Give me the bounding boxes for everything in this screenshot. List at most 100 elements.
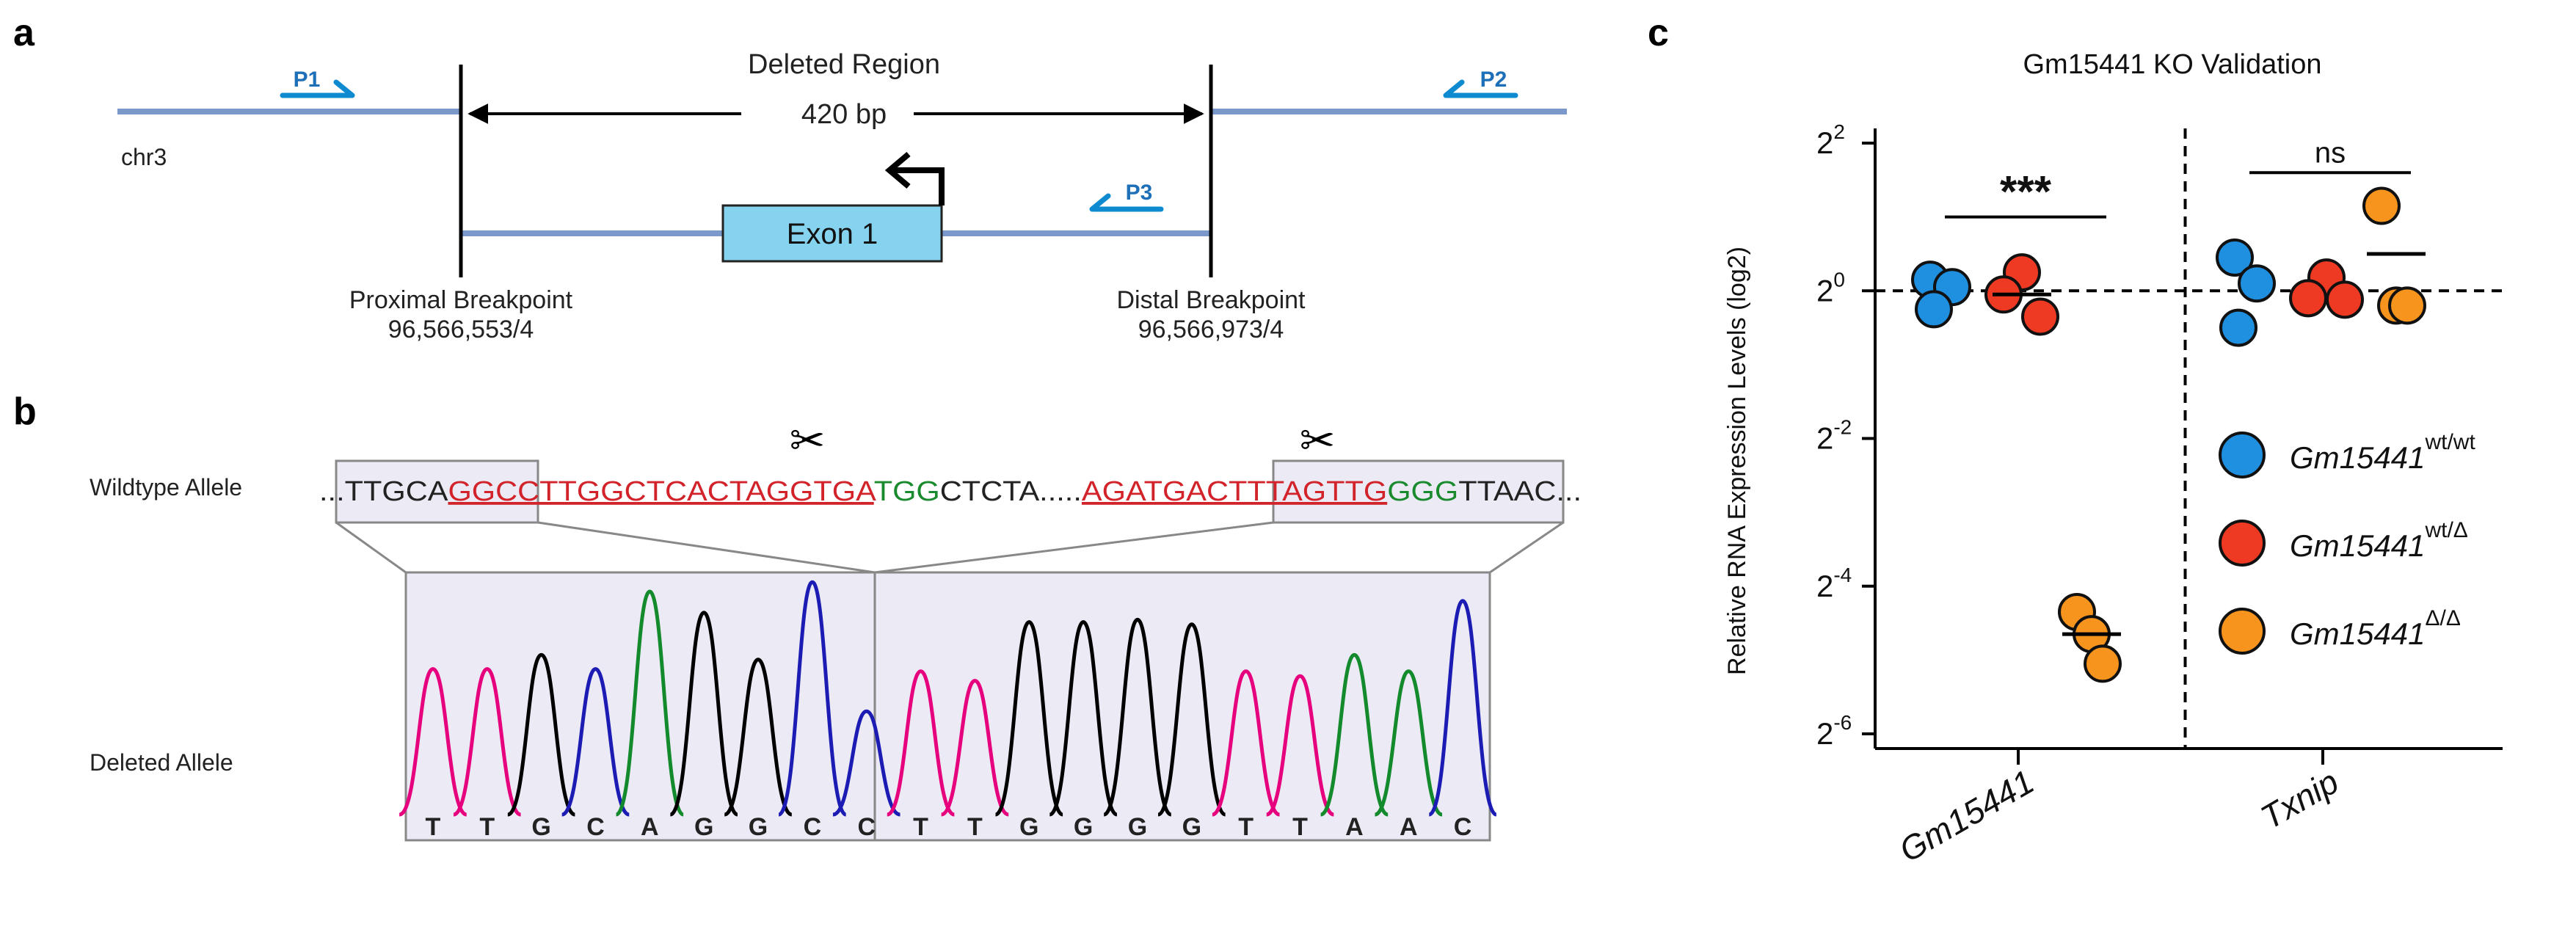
chromatogram-peak xyxy=(886,669,956,817)
connector-line xyxy=(537,521,876,574)
chromatogram-peak xyxy=(615,589,685,817)
sequence-segment: AGATGACTTTAGTTG xyxy=(1082,476,1387,507)
base-call-label: T xyxy=(967,813,983,841)
primer-p2: P2 xyxy=(1443,68,1518,98)
base-call-label: G xyxy=(1128,813,1147,841)
y-tick-label: 2-4 xyxy=(1816,564,1852,603)
primer-p3-label: P3 xyxy=(1126,181,1153,205)
data-point xyxy=(2219,308,2257,347)
primer-p3-arrow-icon xyxy=(1089,193,1164,212)
connector-line xyxy=(874,521,1274,574)
sequence-segment: TTAAC... xyxy=(1458,476,1582,507)
data-point xyxy=(2084,644,2122,683)
data-point xyxy=(2388,286,2426,325)
primer-p1-label: P1 xyxy=(294,68,321,92)
x-category-label: Txnip xyxy=(2255,762,2345,837)
chromatogram-peak xyxy=(832,709,901,817)
chromatogram-peak xyxy=(994,620,1064,817)
base-call-label: T xyxy=(426,813,441,841)
legend-label: Gm15441Δ/Δ xyxy=(2290,606,2461,651)
chromatogram-peak xyxy=(506,652,576,817)
chromatogram-peak xyxy=(777,580,847,817)
chromatogram-peak xyxy=(399,667,467,817)
panel-c-label: c xyxy=(1648,12,1669,54)
base-call-label: T xyxy=(913,813,928,841)
data-point xyxy=(2021,297,2059,336)
data-point xyxy=(1915,290,1953,329)
exon-box xyxy=(721,204,943,263)
base-call-label: G xyxy=(531,813,550,841)
data-point xyxy=(2289,279,2327,318)
base-call-label: T xyxy=(479,813,495,841)
tss-arrow-icon xyxy=(884,151,945,205)
deleted-allele-label: Deleted Allele xyxy=(90,749,233,776)
legend-swatch xyxy=(2219,608,2266,655)
connector-line xyxy=(335,521,407,574)
x-category-label: Gm15441 xyxy=(1893,762,2040,870)
scissors-icon: ✂ xyxy=(1300,417,1336,465)
chromatogram-peak xyxy=(724,658,793,817)
chromatogram-peak xyxy=(940,679,1010,817)
sequence-segment: GGCCTTGGCTCACTAGGTGA xyxy=(448,476,876,507)
base-call-label: A xyxy=(1400,813,1418,841)
chromatogram-peak xyxy=(1157,622,1226,817)
data-point xyxy=(2238,264,2276,303)
legend-label: Gm15441wt/Δ xyxy=(2290,518,2468,563)
primer-p1: P1 xyxy=(280,68,355,98)
base-call-label: C xyxy=(1454,813,1472,841)
legend-label: Gm15441wt/wt xyxy=(2290,430,2475,475)
base-call-label: G xyxy=(1182,813,1201,841)
primer-p2-arrow-icon xyxy=(1443,79,1518,98)
base-call-label: C xyxy=(586,813,605,841)
base-call-label: G xyxy=(694,813,713,841)
distal-breakpoint-position: 96,566,973/4 xyxy=(1138,316,1284,343)
sequence-segment: ... xyxy=(319,476,345,507)
y-tick-label: 2-6 xyxy=(1816,711,1852,751)
chromatogram-peak xyxy=(561,667,630,817)
base-call-label: G xyxy=(749,813,768,841)
sequence-segment: TGG xyxy=(874,476,940,507)
panel-a-label: a xyxy=(13,12,35,54)
chart-title: Gm15441 KO Validation xyxy=(2023,49,2322,80)
deleted-region-title: Deleted Region xyxy=(748,49,940,80)
primer-p2-label: P2 xyxy=(1480,68,1507,92)
data-point xyxy=(2216,238,2254,277)
deleted-region-size: 420 bp xyxy=(801,99,887,130)
panel-b-label: b xyxy=(13,390,37,433)
panel-c: c Gm15441 KO Validation Relative RNA Exp… xyxy=(1648,12,2503,870)
exon-label: Exon 1 xyxy=(787,218,878,250)
base-call-label: T xyxy=(1238,813,1254,841)
sequence-segment: GGG xyxy=(1387,476,1458,507)
base-call-label: A xyxy=(1345,813,1364,841)
sequence-segment: TTGCA xyxy=(345,476,449,507)
base-call-label: G xyxy=(1019,813,1038,841)
significance-label: ns xyxy=(2315,136,2346,169)
y-tick-label: 20 xyxy=(1816,268,1845,307)
chromatogram-right-box xyxy=(873,571,1491,842)
proximal-breakpoint-name: Proximal Breakpoint xyxy=(349,286,573,314)
chromatogram-peak xyxy=(1428,599,1498,817)
panel-b: b Wildtype Allele Deleted Allele ...TTGC… xyxy=(13,390,1582,842)
chromatogram-peak xyxy=(452,667,522,817)
data-point xyxy=(2326,280,2364,319)
chromatogram-peak xyxy=(1211,669,1281,817)
data-point xyxy=(2362,186,2401,225)
primer-p3: P3 xyxy=(1089,181,1164,212)
distal-breakpoint-name: Distal Breakpoint xyxy=(1116,286,1306,314)
chromatogram-peak xyxy=(1320,652,1389,817)
proximal-breakpoint-position: 96,566,553/4 xyxy=(388,316,534,343)
y-tick-label: 22 xyxy=(1816,120,1845,160)
chromosome-label: chr3 xyxy=(121,144,167,170)
scissors-icon: ✂ xyxy=(790,417,826,465)
chromatogram-peak xyxy=(1265,674,1335,817)
chromatogram-peak xyxy=(1049,620,1118,817)
base-call-label: C xyxy=(857,813,876,841)
sequence-segment: CTCTA..... xyxy=(940,476,1082,507)
legend-swatch xyxy=(2219,432,2266,478)
base-call-label: T xyxy=(1292,813,1308,841)
